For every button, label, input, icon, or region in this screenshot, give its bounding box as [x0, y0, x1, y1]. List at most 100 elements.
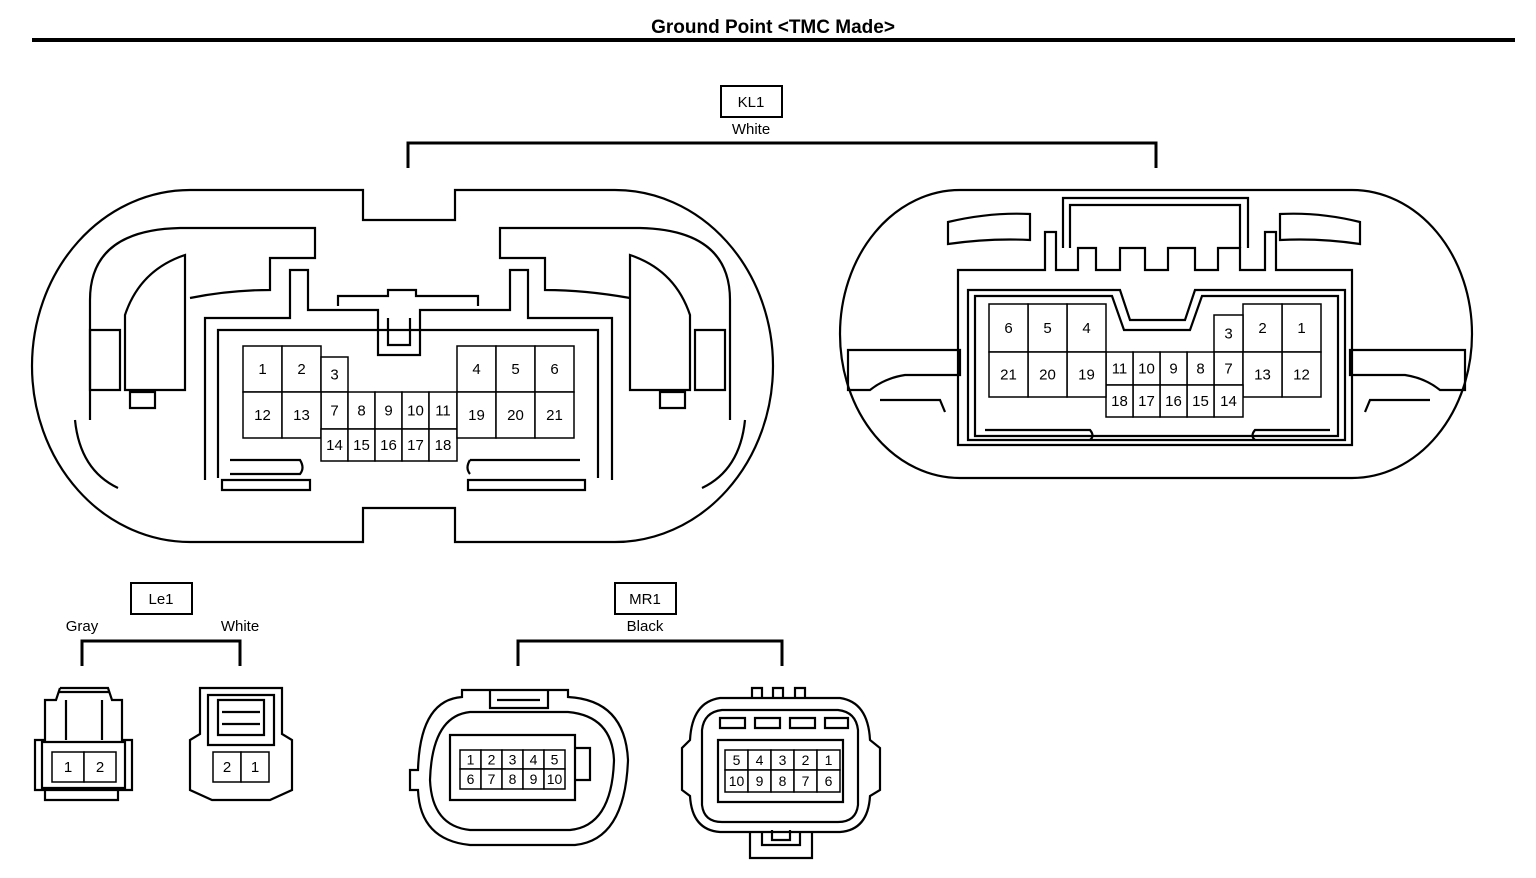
pin-cell: [1105, 384, 1134, 418]
pin-cell: [320, 428, 349, 462]
pin-number: 6: [825, 773, 833, 789]
le1-right-body: [206, 693, 276, 747]
pin-number: 2: [297, 361, 305, 378]
le1-label-group: Le1 Gray White: [66, 582, 259, 666]
pin-number: 20: [507, 407, 524, 424]
pin-number: 5: [1043, 320, 1051, 337]
pin-number: 14: [326, 437, 343, 454]
kl1-female-left-latch: [88, 253, 187, 410]
pin-cell: [456, 345, 497, 393]
mr1-left-shell: [408, 688, 630, 847]
pin-number: 5: [733, 752, 741, 768]
le1-bracket: [80, 639, 242, 666]
le1-left-color: Gray: [66, 618, 99, 635]
pin-number: 3: [330, 367, 338, 384]
kl1-male-connector: [838, 188, 1474, 480]
pin-cell: [1066, 351, 1107, 398]
pin-number: 10: [1138, 361, 1155, 378]
mr1-label-group: MR1 Black: [516, 582, 784, 666]
pin-number: 2: [96, 759, 104, 776]
le1-code: Le1: [148, 591, 173, 608]
pin-cell: [281, 391, 322, 439]
pin-number: 2: [1258, 320, 1266, 337]
kl1-male-inner-housing: [966, 288, 1347, 442]
pin-number: 2: [223, 759, 231, 776]
le1-left-shell: [33, 686, 134, 802]
pin-cell: [401, 428, 430, 462]
pin-number: 14: [1220, 393, 1237, 410]
pin-cell: [347, 428, 376, 462]
pin-cell: [281, 345, 322, 393]
pin-number: 3: [779, 752, 787, 768]
kl1-female-inner-shell: [88, 226, 732, 420]
pin-cell: [83, 751, 117, 783]
kl1-code-box: [720, 85, 783, 118]
pin-number: 20: [1039, 367, 1056, 384]
pin-cell: [401, 391, 430, 430]
pin-cell: [428, 428, 458, 462]
kl1-female-inner-housing: [216, 328, 600, 478]
pin-number: 4: [530, 752, 538, 768]
mr1-color: Black: [627, 618, 664, 635]
pin-number: 16: [380, 437, 397, 454]
pin-number: 6: [550, 361, 558, 378]
pin-number: 7: [802, 773, 810, 789]
kl1-label-group: KL1 White: [406, 85, 1158, 168]
pin-number: 19: [1078, 367, 1095, 384]
mr1-left-inner-shell: [428, 710, 616, 832]
kl1-female-housing: [203, 268, 614, 480]
kl1-male-side-rails: [846, 348, 1467, 392]
pin-cell: [1242, 351, 1283, 398]
pin-number: 4: [1082, 320, 1090, 337]
le1-left-connector: [33, 686, 134, 802]
pin-number: 15: [1192, 393, 1209, 410]
kl1-female-outer-shell: [30, 188, 775, 544]
page-title: Ground Point <TMC Made>: [651, 17, 895, 38]
pin-number: 1: [1297, 320, 1305, 337]
mr1-right-pin-frame: [716, 738, 845, 804]
pin-number: 7: [1224, 361, 1232, 378]
pin-number: 7: [488, 771, 496, 787]
pin-cell: [988, 351, 1029, 398]
pin-cell: [534, 391, 575, 439]
pin-number: 10: [547, 771, 563, 787]
pin-number: 8: [1196, 361, 1204, 378]
mr1-right-shell: [680, 696, 882, 834]
pin-number: 8: [509, 771, 517, 787]
kl1-male-housing: [956, 230, 1354, 447]
pin-cell: [320, 356, 349, 393]
le1-code-box: [130, 582, 193, 615]
pin-number: 2: [488, 752, 496, 768]
pin-cell: [543, 768, 566, 790]
mr1-right-bottom-latch: [748, 830, 814, 860]
pin-cell: [1027, 303, 1068, 353]
kl1-female-right-arc: [701, 419, 747, 489]
pin-number: 8: [357, 403, 365, 420]
pin-cell: [495, 391, 536, 439]
kl1-male-outer-shell: [838, 188, 1474, 480]
pin-number: 7: [330, 403, 338, 420]
pin-cell: [1066, 303, 1107, 353]
le1-right-shell: [188, 686, 294, 802]
mr1-left-latch: [488, 690, 592, 782]
pin-number: 11: [1112, 361, 1128, 378]
kl1-male-top-arc-left: [946, 212, 1032, 246]
pin-cell: [534, 345, 575, 393]
pin-number: 3: [509, 752, 517, 768]
pin-cell: [1132, 384, 1161, 418]
pin-number: 3: [1224, 326, 1232, 343]
pin-number: 17: [1138, 393, 1155, 410]
mr1-code-box: [614, 582, 677, 615]
pin-number: 1: [251, 759, 259, 776]
kl1-bracket: [406, 141, 1158, 168]
kl1-female-left-arc: [73, 419, 119, 489]
pin-number: 21: [1000, 367, 1017, 384]
pin-cell: [1027, 351, 1068, 398]
pin-number: 6: [467, 771, 475, 787]
pin-number: 13: [1254, 367, 1271, 384]
pin-number: 19: [468, 407, 485, 424]
